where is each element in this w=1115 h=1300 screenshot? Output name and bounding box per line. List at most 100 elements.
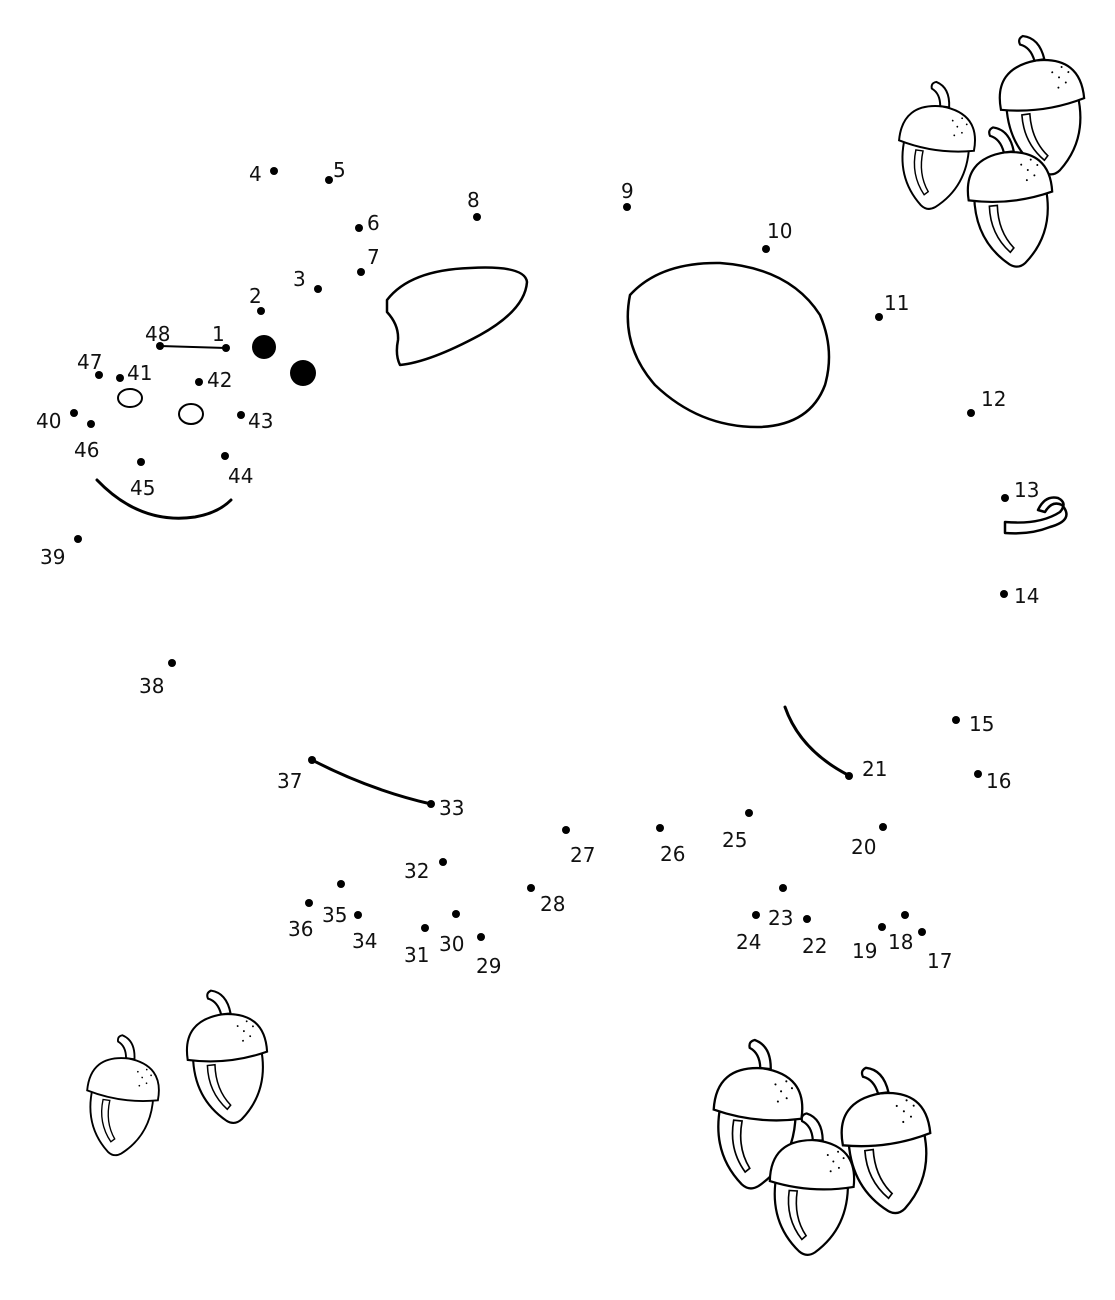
dot-label-21: 21 [862,757,887,781]
dot-label-3: 3 [293,267,306,291]
dot-33 [427,800,435,808]
dot-label-40: 40 [36,409,61,433]
dot-17 [918,928,926,936]
dot-6 [355,224,363,232]
segment-48-1 [159,345,227,349]
dot-41 [116,374,124,382]
dot-label-48: 48 [145,322,170,346]
dot-1 [222,344,230,352]
dot-label-29: 29 [476,954,501,978]
dot-23 [779,884,787,892]
dot-40 [70,409,78,417]
dot-9 [623,203,631,211]
dot-37 [308,756,316,764]
dot-26 [656,824,664,832]
dot-label-10: 10 [767,219,792,243]
dot-label-35: 35 [322,903,347,927]
dot-label-23: 23 [768,906,793,930]
dot-30 [452,910,460,918]
shell-patch-small [385,266,529,367]
dot-label-27: 27 [570,843,595,867]
dot-label-28: 28 [540,892,565,916]
dot-label-20: 20 [851,835,876,859]
dot-label-1: 1 [212,322,225,346]
dot-label-14: 14 [1014,584,1039,608]
dot-label-18: 18 [888,930,913,954]
dot-label-4: 4 [249,162,262,186]
acorn-icon [768,1112,856,1256]
acorn-icon [898,80,976,210]
dot-25 [745,809,753,817]
dot-36 [305,899,313,907]
acorn-decorations [86,34,1086,1256]
dot-label-42: 42 [207,368,232,392]
dot-27 [562,826,570,834]
dot-16 [974,770,982,778]
dot-48 [156,342,164,350]
eye-right [290,360,316,386]
dot-label-2: 2 [249,284,262,308]
dot-label-6: 6 [367,211,380,235]
dot-18 [901,911,909,919]
dot-label-19: 19 [852,939,877,963]
dot-label-47: 47 [77,350,102,374]
dot-5 [325,176,333,184]
nostril-left [117,388,143,408]
dot-label-45: 45 [130,476,155,500]
dot-label-44: 44 [228,464,253,488]
dot-label-17: 17 [927,949,952,973]
dot-label-33: 33 [439,796,464,820]
dot-28 [527,884,535,892]
mouth-curve [95,478,233,520]
dot-42 [195,378,203,386]
dot-47 [95,371,103,379]
acorn-icon [86,1034,160,1157]
dot-12 [967,409,975,417]
acorn-icon [966,126,1054,268]
dot-38 [168,659,176,667]
dot-label-37: 37 [277,769,302,793]
dot-39 [74,535,82,543]
dot-19 [878,923,886,931]
dot-label-39: 39 [40,545,65,569]
dot-label-24: 24 [736,930,761,954]
dot-15 [952,716,960,724]
dot-label-30: 30 [439,932,464,956]
shell-patch-large [626,261,831,429]
dot-32 [439,858,447,866]
dot-31 [421,924,429,932]
dot-13 [1001,494,1009,502]
dot-34 [354,911,362,919]
dot-3 [314,285,322,293]
dot-10 [762,245,770,253]
belly-curve [783,705,850,777]
dot-14 [1000,590,1008,598]
dot-35 [337,880,345,888]
dot-label-31: 31 [404,943,429,967]
dot-label-7: 7 [367,245,380,269]
dot-label-5: 5 [333,158,346,182]
acorn-icon [840,1066,932,1215]
dot-label-15: 15 [969,712,994,736]
dot-label-9: 9 [621,179,634,203]
dot-label-38: 38 [139,674,164,698]
dot-24 [752,911,760,919]
dot-label-16: 16 [986,769,1011,793]
dot-8 [473,213,481,221]
drawn-lines [95,261,1068,806]
dot-label-12: 12 [981,387,1006,411]
dot-label-46: 46 [74,438,99,462]
eye-left [252,335,276,359]
dot-label-43: 43 [248,409,273,433]
dot-44 [221,452,229,460]
dot-7 [357,268,365,276]
dot-45 [137,458,145,466]
dot-label-22: 22 [802,934,827,958]
dot-46 [87,420,95,428]
acorn-icon [185,989,269,1124]
dot-21 [845,772,853,780]
segment-37-33 [310,758,433,806]
nostril-right [178,403,204,425]
